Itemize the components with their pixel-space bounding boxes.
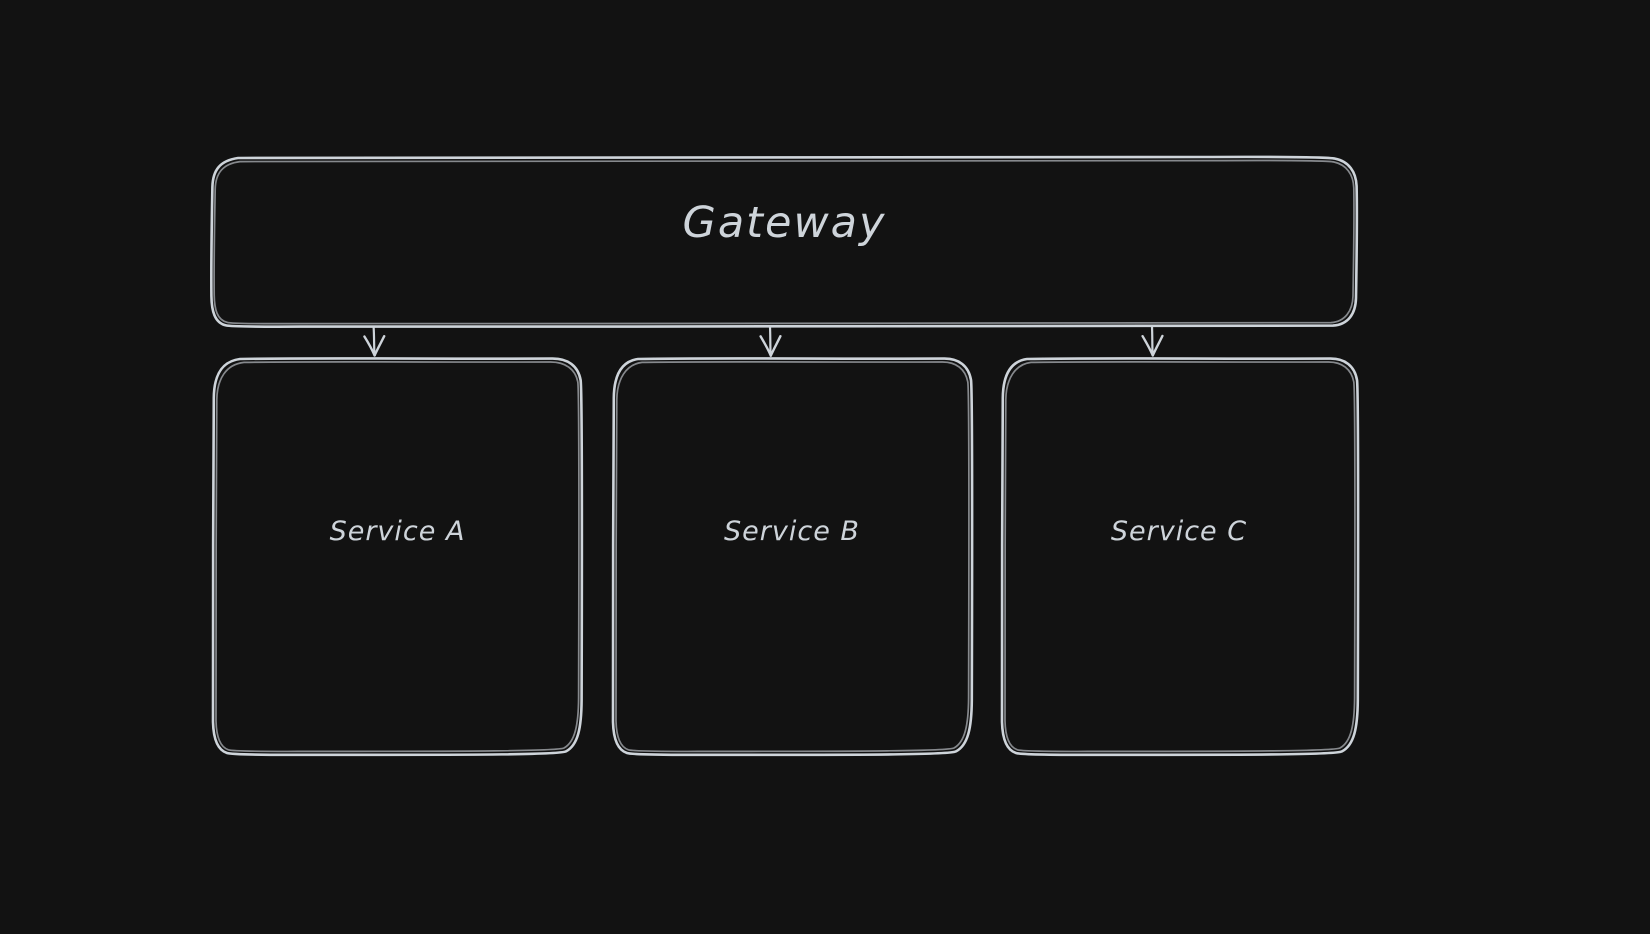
gateway-node[interactable] (212, 157, 1357, 326)
service-a-node-shape[interactable] (211, 357, 584, 757)
service-c-node[interactable] (1001, 358, 1357, 755)
edge-gateway-service-c[interactable] (1141, 325, 1164, 357)
gateway-node-shape[interactable] (210, 155, 1359, 328)
service-b-node-shape[interactable] (611, 357, 974, 757)
edge-gateway-service-a[interactable] (363, 325, 386, 357)
service-a-node[interactable] (212, 358, 583, 755)
edge-gateway-service-b[interactable] (759, 325, 782, 357)
service-b-node[interactable] (612, 358, 972, 755)
service-c-node-shape[interactable] (1000, 357, 1360, 757)
